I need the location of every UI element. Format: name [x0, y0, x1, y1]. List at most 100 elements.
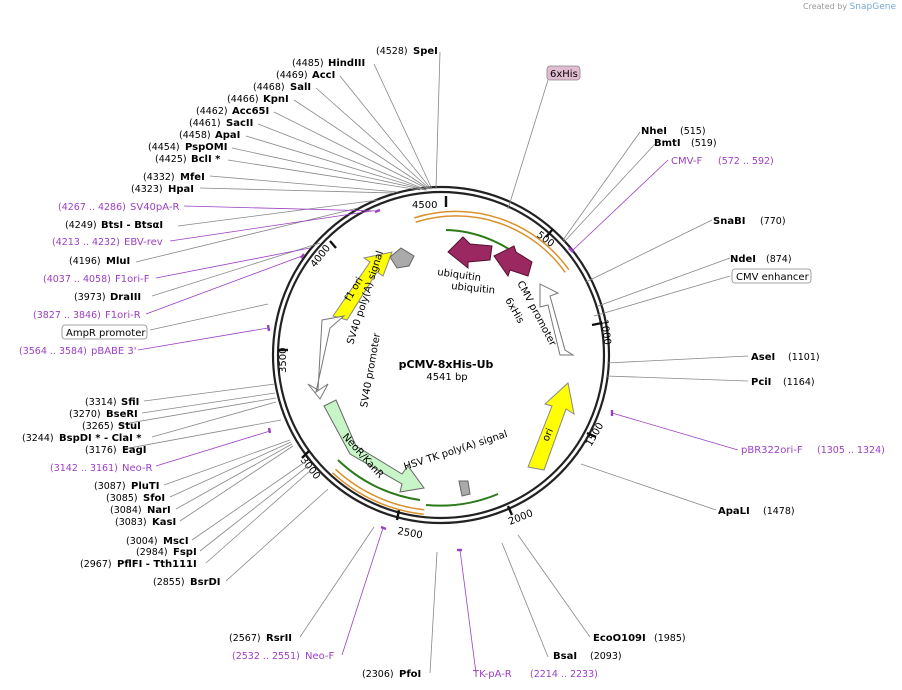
- tick-label: 3500: [278, 348, 289, 373]
- enzyme-labels: (4528) SpeI (4485) HindIII (4469) AccI (…: [22, 46, 820, 680]
- enzyme-name: StuI: [118, 421, 141, 432]
- primer-name: Neo-F: [305, 651, 335, 662]
- enzyme-name: BtsI - BtsαI: [101, 220, 163, 231]
- enzyme-pos: (2984): [136, 547, 168, 558]
- enzyme-pos: (3176): [85, 445, 117, 456]
- enzyme-name: BseRI: [106, 409, 138, 420]
- enzyme-name: KpnI: [263, 94, 289, 105]
- boxed-labels: 6xHis CMV enhancer AmpR promoter: [61, 65, 812, 340]
- enzyme-name: BsaI: [553, 651, 577, 662]
- enzyme-pos: (1478): [763, 506, 795, 517]
- tick-label: 1000: [598, 319, 612, 346]
- hsv-tk-polya-box: [458, 480, 471, 497]
- snapgene-logo-text: SnapGene: [849, 2, 896, 12]
- enzyme-pos: (874): [766, 254, 792, 265]
- enzyme-pos: (3004): [126, 536, 158, 547]
- enzyme-pos: (4425): [155, 154, 187, 165]
- enzyme-name: MfeI: [180, 172, 205, 183]
- enzyme-name: HpaI: [168, 184, 194, 195]
- enzyme-pos: (1101): [788, 352, 820, 363]
- enzyme-pos: (2567): [229, 633, 261, 644]
- enzyme-pos: (2306): [362, 669, 394, 680]
- enzyme-pos: (4196): [69, 256, 101, 267]
- primer-pos: (2532 .. 2551): [232, 651, 300, 662]
- enzyme-pos: (3265): [82, 421, 114, 432]
- plasmid-name: pCMV-8xHis-Ub: [399, 358, 494, 371]
- enzyme-pos: (3083): [115, 517, 147, 528]
- enzyme-name: EagI: [122, 445, 146, 456]
- enzyme-name: KasI: [152, 517, 176, 528]
- feature-label-ubiquitin: ubiquitin: [451, 281, 496, 297]
- ubiquitin-arrow: [447, 236, 493, 270]
- enzyme-pos: (1985): [654, 633, 686, 644]
- enzyme-pos: (2093): [590, 651, 622, 662]
- enzyme-pos: (519): [691, 138, 717, 149]
- enzyme-pos: (515): [680, 126, 706, 137]
- enzyme-name: MscI: [163, 536, 189, 547]
- enzyme-pos: (770): [760, 216, 786, 227]
- enzyme-name: PciI: [751, 377, 771, 388]
- enzyme-pos: (3087): [94, 481, 126, 492]
- primer-pos: (4213 .. 4232): [52, 237, 120, 248]
- primer-name: EBV-rev: [124, 237, 163, 248]
- primer-name: Neo-R: [122, 463, 153, 474]
- enzyme-pos: (4458): [179, 130, 211, 141]
- primer-name: pBABE 3': [91, 346, 137, 357]
- feature-label-hsv-tk-polya: HSV TK poly(A) signal: [403, 429, 509, 473]
- enzyme-name: NheI: [641, 126, 667, 137]
- enzyme-name: HindIII: [328, 58, 365, 69]
- enzyme-pos: (2967): [80, 559, 112, 570]
- enzyme-pos: (3085): [106, 493, 138, 504]
- boxed-label-6xhis: 6xHis: [550, 69, 578, 80]
- primer-name: CMV-F: [671, 156, 702, 167]
- enzyme-name: SpeI: [413, 46, 438, 57]
- primer-pos: (1305 .. 1324): [817, 445, 885, 456]
- enzyme-pos: (4249): [65, 220, 97, 231]
- ori-arrow: [527, 382, 575, 471]
- enzyme-pos: (2855): [153, 577, 185, 588]
- enzyme-pos: (4469): [276, 70, 308, 81]
- primer-name: TK-pA-R: [472, 669, 512, 680]
- enzyme-name: SalI: [290, 82, 311, 93]
- primer-pos: (3142 .. 3161): [50, 463, 118, 474]
- enzyme-pos: (4454): [148, 142, 180, 153]
- enzyme-name: BclI *: [191, 154, 221, 165]
- primer-pos: (3564 .. 3584): [19, 346, 87, 357]
- enzyme-pos: (4468): [253, 82, 285, 93]
- orf-6xhis-ubiquitin: [331, 210, 570, 515]
- tick-label: 4500: [412, 200, 437, 211]
- primer-pos: (2214 .. 2233): [530, 669, 598, 680]
- tick-label: 2500: [396, 526, 423, 541]
- primer-name: SV40pA-R: [130, 202, 179, 213]
- enzyme-pos: (4466): [227, 94, 259, 105]
- enzyme-pos: (4462): [196, 106, 228, 117]
- enzyme-pos: (4323): [131, 184, 163, 195]
- feature-label-neokan: NeoR/KanR: [340, 432, 386, 481]
- enzyme-pos: (3314): [85, 397, 117, 408]
- plasmid-size: 4541 bp: [426, 372, 467, 383]
- sv40-promoter-arrow: [307, 315, 346, 400]
- enzyme-name: ApaI: [215, 130, 240, 141]
- primer-name: pBR322ori-F: [741, 445, 803, 456]
- enzyme-name: MluI: [106, 256, 130, 267]
- enzyme-name: BmtI: [654, 138, 681, 149]
- enzyme-name: AseI: [751, 352, 775, 363]
- enzyme-pos: (3270): [69, 409, 101, 420]
- enzyme-name: ApaLI: [718, 506, 750, 517]
- enzyme-name: BsrDI: [190, 577, 221, 588]
- enzyme-name: Acc65I: [232, 106, 269, 117]
- neokan-arrow: [323, 399, 425, 493]
- ubiquitin-arrow: [493, 245, 533, 278]
- primer-pos: (3827 .. 3846): [33, 310, 101, 321]
- enzyme-name: NdeI: [730, 254, 756, 265]
- enzyme-pos: (4528): [376, 46, 408, 57]
- primer-name: F1ori-F: [115, 274, 150, 285]
- enzyme-name: SfiI: [121, 397, 139, 408]
- primer-pos: (572 .. 592): [718, 156, 774, 167]
- enzyme-pos: (4332): [143, 172, 175, 183]
- enzyme-name: NarI: [147, 505, 171, 516]
- enzyme-pos: (3084): [110, 505, 142, 516]
- enzyme-name: PluTI: [131, 481, 159, 492]
- enzyme-name: PspOMI: [185, 142, 227, 153]
